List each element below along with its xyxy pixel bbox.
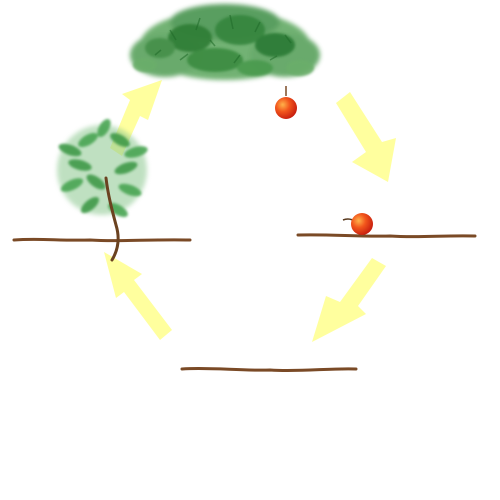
cycle-arrow-tree-to-fruit <box>336 92 396 182</box>
sapling-icon <box>57 118 148 262</box>
cycle-arrow-fruit-to-ground <box>312 258 386 342</box>
ground-line-left <box>12 237 192 243</box>
fallen-apple-icon <box>342 213 373 235</box>
ground-line-bottom <box>180 366 358 373</box>
ground-line-right <box>296 233 477 239</box>
tree-canopy-icon <box>130 4 320 80</box>
hanging-apple-icon <box>275 86 297 119</box>
cycle-arrow-ground-to-sapling <box>104 252 172 340</box>
